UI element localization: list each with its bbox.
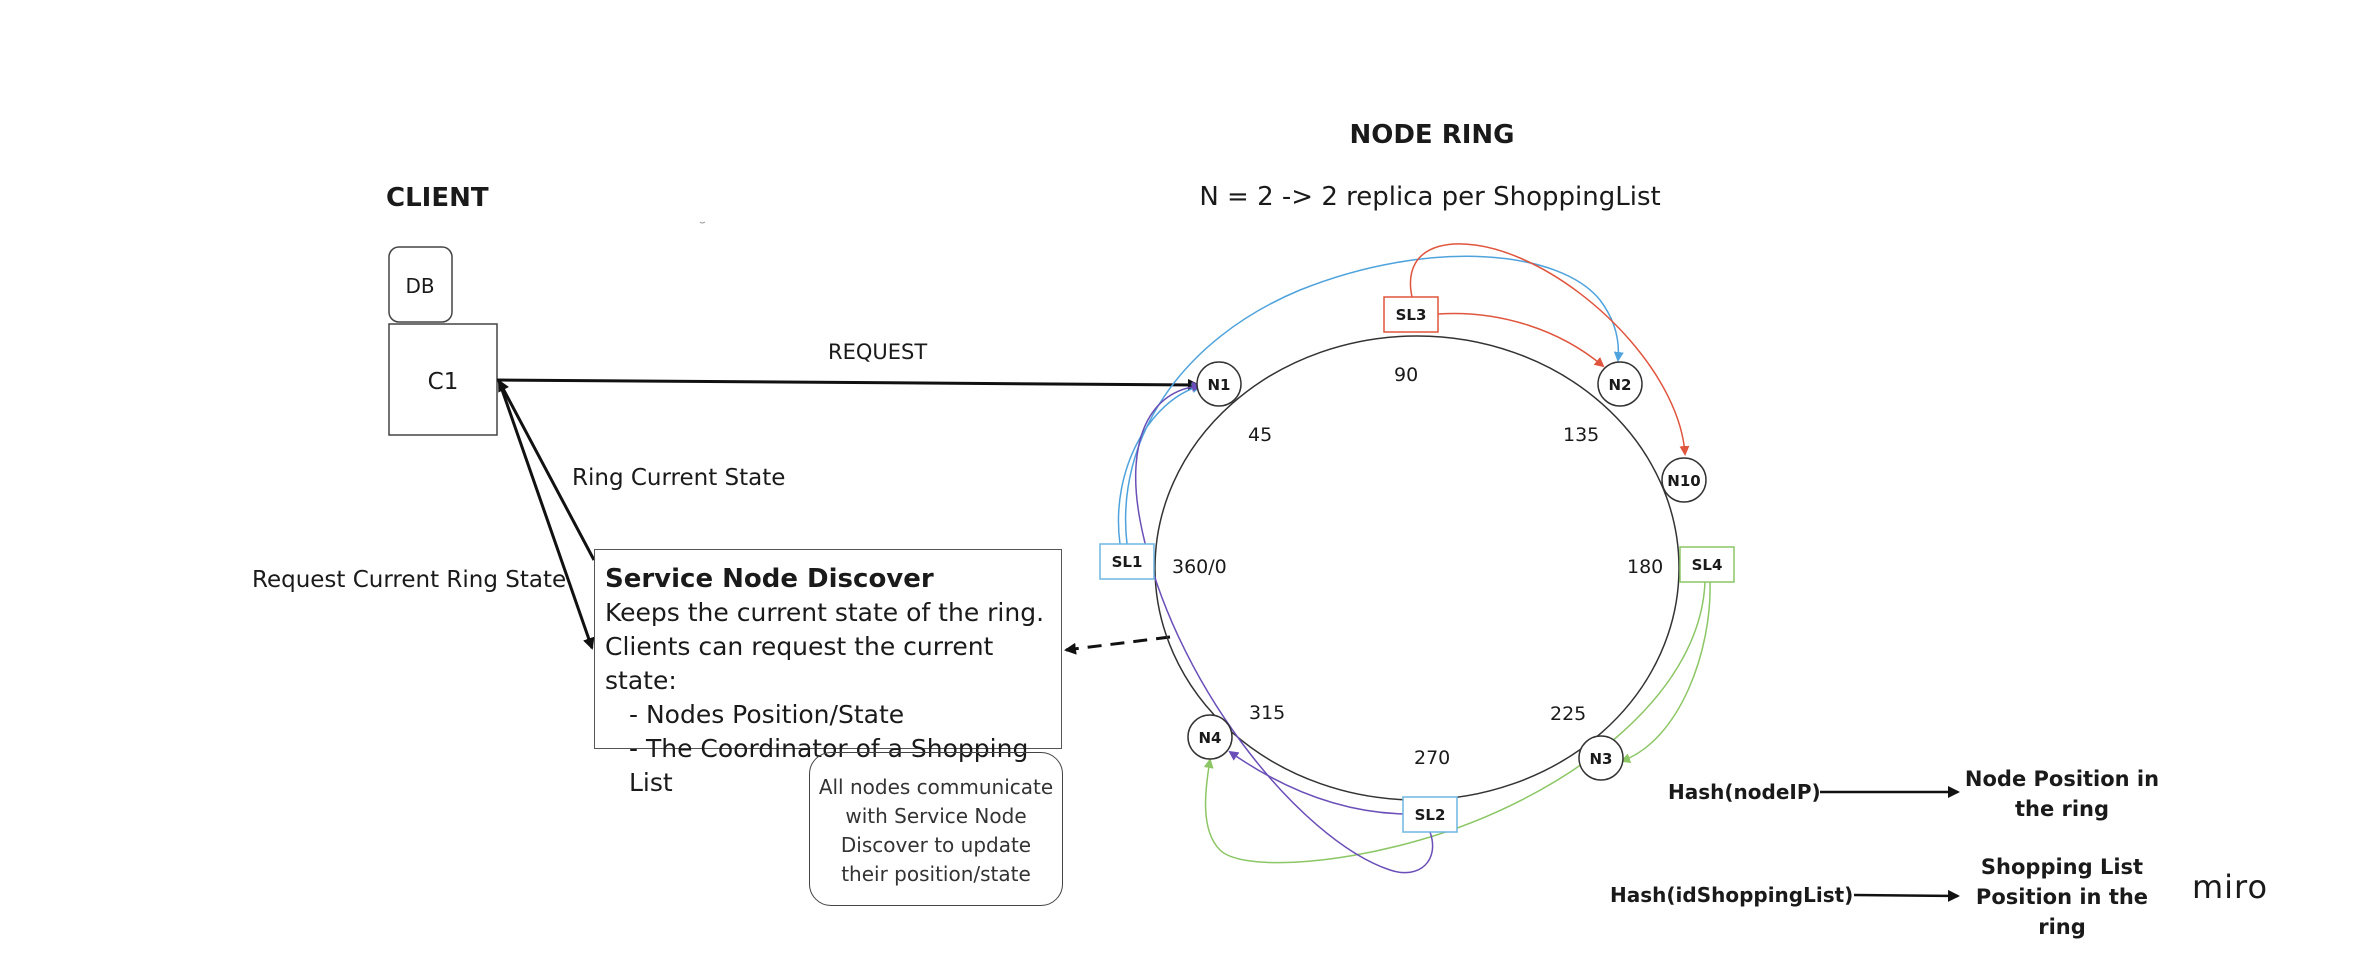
sl4-replica-curve-n3 xyxy=(1620,581,1711,763)
note-line: Discover to update xyxy=(840,833,1032,857)
service-node-discover-item: - Nodes Position/State xyxy=(629,700,905,729)
ring-to-discover-dashed-arrow xyxy=(1064,635,1171,655)
client-title: CLIENT xyxy=(386,183,489,213)
node-n3: N3 xyxy=(1578,735,1624,781)
legend-hash-node: Hash(nodeIP) xyxy=(1668,780,1821,804)
ring-position-label: 90 xyxy=(1394,364,1418,386)
shopping-list-sl3: SL3 xyxy=(1383,296,1439,333)
ring-title: NODE RING xyxy=(1349,120,1514,150)
node-n1: N1 xyxy=(1196,361,1242,407)
ring-position-label: 180 xyxy=(1627,556,1663,578)
sl1-replica-curve-n1 xyxy=(1117,383,1202,545)
note-line: their position/state xyxy=(841,862,1031,886)
db-label: DB xyxy=(405,274,434,298)
node-n4-label: N4 xyxy=(1199,729,1222,747)
request-label: REQUEST xyxy=(828,340,927,364)
node-n3-label: N3 xyxy=(1590,750,1613,768)
sl4-replica-curve-n4 xyxy=(1203,581,1706,864)
c1-label: C1 xyxy=(428,369,459,395)
shopping-list-sl4-label: SL4 xyxy=(1692,556,1723,574)
note-line: with Service Node xyxy=(845,804,1027,828)
shopping-list-sl3-label: SL3 xyxy=(1396,306,1427,324)
shopping-list-sl2: SL2 xyxy=(1402,796,1458,833)
small-mark xyxy=(699,221,706,224)
ring-position-label: 45 xyxy=(1248,424,1272,446)
shopping-list-sl4: SL4 xyxy=(1679,546,1735,583)
legend-node-position-2: the ring xyxy=(2015,797,2109,821)
node-n4: N4 xyxy=(1187,714,1233,760)
sl1-replica-curve-n2 xyxy=(1124,255,1624,545)
sl2-replica-curve-n4 xyxy=(1228,750,1405,815)
ring-position-label: 135 xyxy=(1563,424,1599,446)
node-n1-label: N1 xyxy=(1208,376,1231,394)
note-line: All nodes communicate xyxy=(818,775,1054,799)
ring-position-label: 270 xyxy=(1414,747,1450,769)
miro-watermark: miro xyxy=(2192,868,2268,906)
ring-current-state-label: Ring Current State xyxy=(572,465,785,491)
legend-list-position-3: ring xyxy=(2038,915,2086,939)
node-n10-label: N10 xyxy=(1667,472,1700,490)
ring-subtitle: N = 2 -> 2 replica per ShoppingList xyxy=(1199,182,1660,212)
shopping-list-sl1: SL1 xyxy=(1099,543,1155,580)
shopping-list-sl2-label: SL2 xyxy=(1415,806,1446,824)
service-node-discover-box: Service Node Discover Keeps the current … xyxy=(594,549,1062,797)
service-node-discover-line: Keeps the current state of the ring. xyxy=(605,598,1045,627)
legend-arrow-list xyxy=(1853,889,1960,902)
node-n2: N2 xyxy=(1597,361,1643,407)
request-current-ring-state-arrow xyxy=(497,380,595,650)
node-n2-label: N2 xyxy=(1609,376,1632,394)
ring-position-label: 225 xyxy=(1550,703,1586,725)
db-box xyxy=(388,246,453,323)
c1-box xyxy=(388,323,498,436)
request-current-ring-state-label: Request Current Ring State xyxy=(252,567,566,593)
ring-position-label: 315 xyxy=(1249,702,1285,724)
communication-note-box: All nodes communicate with Service Node … xyxy=(809,752,1063,906)
shopping-list-sl1-label: SL1 xyxy=(1112,553,1143,571)
legend-list-position-2: Position in the xyxy=(1976,885,2148,909)
legend-hash-list: Hash(idShoppingList) xyxy=(1610,883,1853,907)
legend-list-position-1: Shopping List xyxy=(1981,855,2143,879)
sl2-replica-curve-n1 xyxy=(1134,381,1434,874)
ring-current-state-arrow xyxy=(497,379,596,561)
service-node-discover-title: Service Node Discover xyxy=(605,564,934,594)
sl3-replica-curve-n2 xyxy=(1437,312,1605,368)
service-node-discover-line: Clients can request the current state: xyxy=(605,632,994,695)
node-n10: N10 xyxy=(1661,457,1707,503)
ring-position-label: 360/0 xyxy=(1172,556,1227,578)
request-arrow xyxy=(496,378,1200,391)
legend-node-position-1: Node Position in xyxy=(1965,767,2159,791)
sl3-replica-curve-n10 xyxy=(1409,243,1690,456)
